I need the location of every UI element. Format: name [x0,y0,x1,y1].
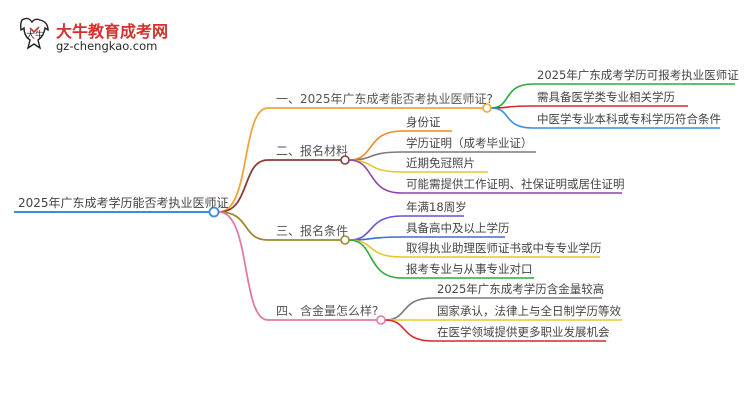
branch-node-dot-1[interactable] [482,103,492,113]
leaf-label-2-1: 身份证 [406,115,441,129]
branch-node-dot-3[interactable] [340,235,350,245]
site-logo[interactable]: 大牛 大牛教育成考网 gz-chengkao.com [18,14,168,58]
branch-label-4: 四、含金量怎么样? [276,304,379,318]
leaf-connector-1-1 [490,83,534,109]
leaf-connector-4-3 [384,319,434,342]
leaf-label-4-2: 国家承认，法律上与全日制学历等效 [437,304,621,318]
branch-label-1: 一、2025年广东成考能否考执业医师证? [276,92,493,106]
root-node-dot[interactable] [208,206,220,218]
leaf-connector-1-3 [490,107,534,129]
branch-label-2: 二、报名材料 [276,144,349,158]
leaf-connector-3-3 [348,239,403,258]
root-node-label: 2025年广东成考学历能否考执业医师证 [18,196,229,210]
svg-text:大牛: 大牛 [26,29,44,41]
branch-connector-2 [218,159,269,213]
leaf-label-1-2: 需具备医学类专业相关学历 [537,90,675,104]
bull-logo-icon: 大牛 [19,17,49,50]
branch-node-dot-4[interactable] [376,315,386,325]
leaf-connector-3-4 [348,239,403,279]
branch-connector-1 [218,107,269,213]
leaf-connector-2-1 [348,130,403,161]
leaf-label-2-4: 可能需提供工作证明、社保证明或居住证明 [406,177,625,191]
leaf-connector-2-4 [348,159,403,194]
leaf-label-2-3: 近期免冠照片 [406,156,475,170]
leaf-label-3-4: 报考专业与从事专业对口 [406,262,533,276]
leaf-label-1-1: 2025年广东成考学历可报考执业医师证 [537,68,739,82]
leaf-label-1-3: 中医学专业本科或专科学历符合条件 [537,112,721,126]
leaf-connector-4-1 [384,297,434,321]
leaf-label-3-1: 年满18周岁 [406,200,467,214]
branch-label-3: 三、报名条件 [276,224,349,238]
branch-connector-3 [218,211,269,241]
leaf-label-4-3: 在医学领域提供更多职业发展机会 [437,325,610,339]
leaf-label-3-3: 取得执业助理医师证书或中专专业学历 [406,241,602,255]
logo-url: gz-chengkao.com [56,39,158,53]
leaf-label-3-2: 具备高中及以上学历 [406,221,510,235]
branch-node-dot-2[interactable] [340,155,350,165]
leaf-connector-2-2 [348,151,403,161]
logo-title: 大牛教育成考网 [56,22,169,41]
leaf-label-4-1: 2025年广东成考学历含金量较高 [437,282,605,296]
leaf-label-2-2: 学历证明（成考毕业证） [406,136,533,150]
branch-connector-4 [218,211,269,321]
